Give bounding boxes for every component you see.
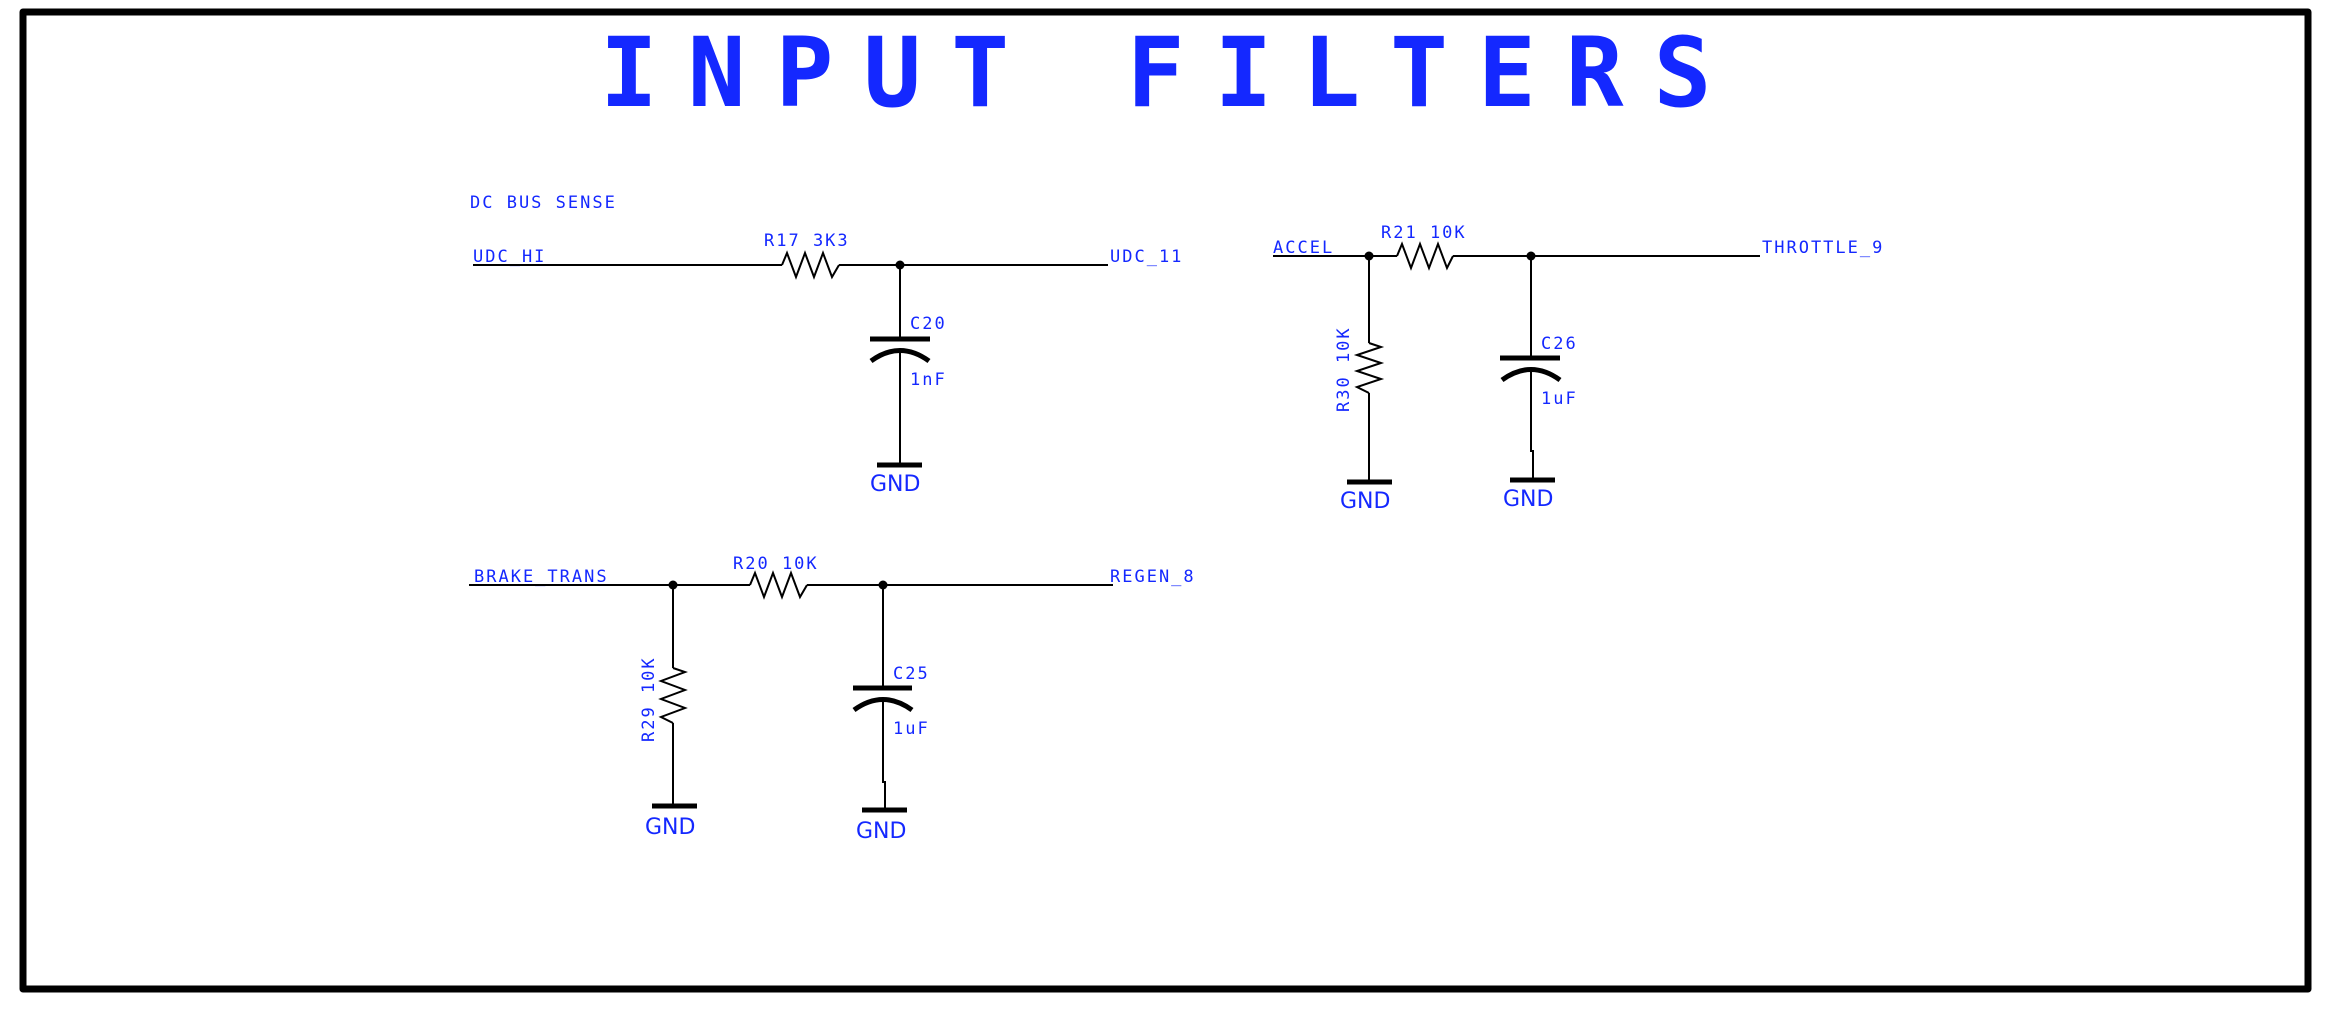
- brake-filter-circuit: BRAKE_TRANS R20 10K REGEN_8 R29 10K GND …: [469, 554, 1196, 844]
- resistor-r29[interactable]: [658, 667, 688, 724]
- capacitor-c20-ref: C20: [910, 314, 947, 334]
- sheet-border: [19, 8, 2312, 993]
- resistor-r21-label: R21 10K: [1381, 223, 1467, 243]
- page-title: INPUT FILTERS: [600, 17, 1741, 129]
- resistor-r29-label: R29 10K: [639, 656, 659, 742]
- resistor-r20[interactable]: [749, 570, 808, 600]
- ground-label: GND: [645, 815, 695, 840]
- net-label-accel[interactable]: ACCEL: [1273, 238, 1334, 258]
- wire: [882, 699, 886, 810]
- dc-bus-sense-circuit: DC BUS SENSE UDC_HI R17 3K3 UDC_11 C20 1…: [470, 193, 1183, 497]
- net-label-regen-8[interactable]: REGEN_8: [1110, 567, 1196, 587]
- net-label-throttle-9[interactable]: THROTTLE_9: [1762, 238, 1884, 258]
- capacitor-c26-value: 1uF: [1541, 389, 1578, 409]
- net-label-brake-trans[interactable]: BRAKE_TRANS: [474, 567, 609, 587]
- section-label: DC BUS SENSE: [470, 193, 617, 213]
- resistor-r21[interactable]: [1396, 241, 1454, 271]
- ground-label: GND: [856, 819, 906, 844]
- ground-label: GND: [1340, 489, 1390, 514]
- resistor-r30[interactable]: [1353, 342, 1385, 394]
- net-label-udc-hi[interactable]: UDC_HI: [473, 247, 546, 267]
- ground-label: GND: [870, 472, 920, 497]
- capacitor-c20-value: 1nF: [910, 370, 947, 390]
- capacitor-c26-ref: C26: [1541, 334, 1578, 354]
- capacitor-c25-ref: C25: [893, 664, 930, 684]
- net-label-udc-11[interactable]: UDC_11: [1110, 247, 1183, 267]
- wire: [1530, 369, 1534, 480]
- resistor-r30-label: R30 10K: [1334, 326, 1354, 412]
- accel-filter-circuit: ACCEL R21 10K THROTTLE_9 R30 10K GND C26…: [1273, 223, 1884, 514]
- ground-label: GND: [1503, 487, 1553, 512]
- resistor-r20-label: R20 10K: [733, 554, 819, 574]
- resistor-r17-label: R17 3K3: [764, 231, 850, 251]
- capacitor-c25-value: 1uF: [893, 719, 930, 739]
- resistor-r17[interactable]: [781, 250, 840, 280]
